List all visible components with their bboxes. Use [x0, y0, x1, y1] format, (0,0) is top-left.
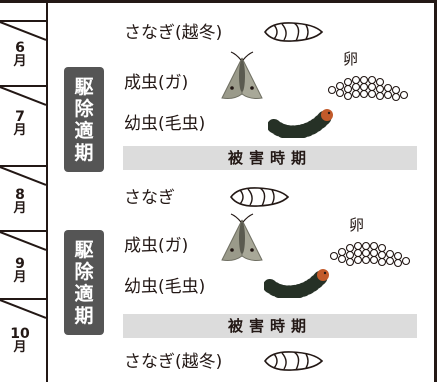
- larva-stage-label: 幼虫(毛虫): [124, 114, 206, 134]
- pupa-icon: [264, 22, 324, 42]
- moth-icon: [221, 213, 263, 261]
- month-cell-6: 6 月: [0, 20, 46, 84]
- frame-top-line: [0, 0, 437, 3]
- frame-right-line: [434, 0, 437, 382]
- pupa-icon: [264, 351, 324, 371]
- egg-label: 卵: [343, 50, 359, 68]
- larva-stage-label: 幼虫(毛虫): [124, 277, 206, 297]
- month-number: 6: [15, 40, 25, 56]
- pupa-stage-label: さなぎ(越冬): [124, 352, 223, 372]
- adult-stage-label: 成虫(ガ): [124, 73, 189, 93]
- month-cell-8: 8 月: [0, 165, 46, 229]
- month-unit: 月: [13, 340, 27, 355]
- month-unit: 月: [13, 201, 27, 216]
- damage-period-bar: 被害時期: [123, 146, 417, 170]
- month-number: 8: [15, 187, 25, 203]
- moth-icon: [221, 51, 263, 99]
- egg-cluster-icon: [327, 75, 409, 102]
- removal-char: 期: [74, 304, 94, 327]
- damage-period-bar: 被害時期: [123, 314, 417, 338]
- removal-period-block: 駆 除 適 期: [64, 230, 104, 335]
- removal-char: 期: [74, 141, 94, 164]
- month-number: 7: [15, 109, 25, 125]
- removal-char: 除: [74, 97, 94, 120]
- removal-char: 適: [74, 282, 94, 305]
- month-unit: 月: [13, 270, 27, 285]
- month-cell-10: 10 月: [0, 298, 46, 382]
- removal-char: 除: [74, 260, 94, 283]
- caterpillar-icon: [264, 269, 329, 298]
- adult-stage-label: 成虫(ガ): [124, 236, 189, 256]
- removal-char: 駆: [74, 75, 94, 98]
- removal-period-block: 駆 除 適 期: [64, 67, 104, 172]
- month-cell-9: 9 月: [0, 230, 46, 294]
- removal-char: 駆: [74, 238, 94, 261]
- egg-label: 卵: [349, 216, 365, 234]
- pupa-stage-label: さなぎ(越冬): [124, 23, 223, 43]
- month-number: 9: [15, 256, 25, 272]
- egg-cluster-icon: [329, 241, 411, 268]
- pupa-icon: [230, 187, 290, 207]
- month-unit: 月: [13, 123, 27, 138]
- month-cell-7: 7 月: [0, 85, 46, 149]
- caterpillar-icon: [268, 109, 333, 138]
- removal-char: 適: [74, 119, 94, 142]
- pupa-stage-label: さなぎ: [124, 188, 175, 208]
- month-number: 10: [10, 326, 30, 342]
- month-column-divider: [46, 0, 48, 382]
- month-unit: 月: [13, 54, 27, 69]
